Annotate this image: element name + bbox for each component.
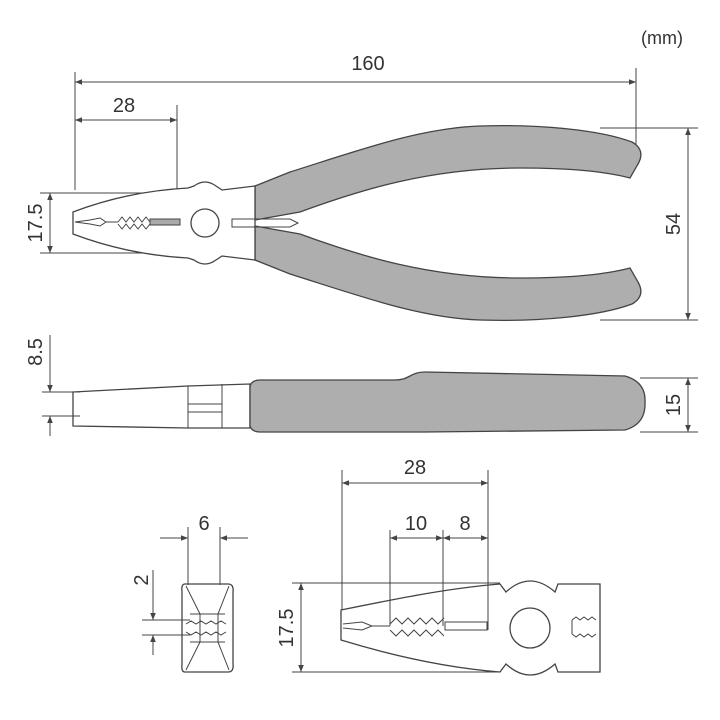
end-view-jaw bbox=[181, 583, 234, 673]
svg-text:160: 160 bbox=[351, 53, 384, 75]
svg-text:2: 2 bbox=[131, 574, 153, 585]
upper-handle bbox=[254, 124, 642, 221]
side-jaw bbox=[72, 383, 251, 429]
dimension-handle-thickness: 15 bbox=[640, 377, 698, 433]
side-handle bbox=[249, 371, 646, 433]
dimension-end-width: 6 bbox=[160, 513, 248, 585]
dimension-overall-length: 160 bbox=[74, 53, 637, 190]
jaw-detail-view: 28 10 8 17.5 bbox=[276, 457, 601, 676]
detail-cutter bbox=[444, 621, 488, 631]
dimension-end-gap: 2 bbox=[131, 570, 190, 655]
jaw-serration bbox=[117, 216, 151, 230]
svg-text:17.5: 17.5 bbox=[25, 204, 47, 243]
svg-text:28: 28 bbox=[113, 95, 135, 117]
top-view: 160 28 17.5 54 bbox=[25, 53, 698, 322]
dimension-detail-head-width: 17.5 bbox=[276, 582, 500, 673]
dimension-serration-length: 10 bbox=[389, 513, 444, 626]
svg-text:17.5: 17.5 bbox=[276, 609, 298, 648]
lower-handle bbox=[254, 225, 642, 322]
svg-text:15: 15 bbox=[663, 394, 685, 416]
end-view: 6 2 bbox=[131, 513, 248, 673]
dimension-handle-spread: 54 bbox=[600, 127, 698, 321]
dimension-cutter-length: 8 bbox=[443, 513, 488, 541]
dimension-jaw-length: 28 bbox=[75, 95, 178, 200]
dimension-detail-jaw-length: 28 bbox=[341, 457, 489, 630]
svg-text:10: 10 bbox=[405, 513, 427, 535]
dimension-jaw-thickness: 8.5 bbox=[25, 335, 80, 436]
svg-text:6: 6 bbox=[198, 513, 209, 535]
unit-label: (mm) bbox=[641, 28, 683, 48]
cutter bbox=[149, 218, 181, 226]
side-view: 8.5 15 bbox=[25, 335, 698, 436]
pivot-rivet bbox=[190, 208, 220, 238]
svg-text:28: 28 bbox=[404, 457, 426, 479]
svg-text:54: 54 bbox=[663, 213, 685, 235]
detail-pivot-rivet bbox=[509, 607, 551, 649]
svg-text:8.5: 8.5 bbox=[25, 338, 47, 366]
svg-text:8: 8 bbox=[459, 513, 470, 535]
